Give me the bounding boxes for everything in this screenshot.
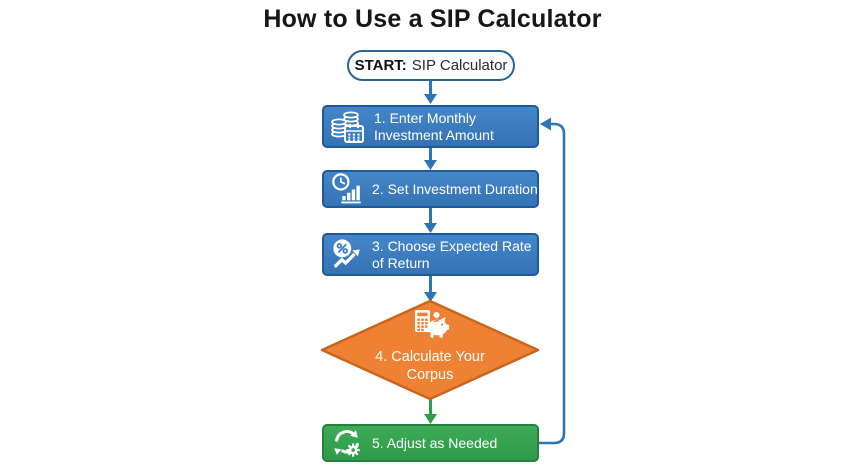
step-4-calculate-corpus: 4. Calculate Your Corpus (350, 307, 510, 393)
calculator-piggy-bank-icon (410, 307, 450, 348)
connector-feedback-loop (539, 117, 566, 445)
connector-step4-step5 (424, 399, 437, 424)
step-5-label: 5. Adjust as Needed (372, 434, 498, 451)
refresh-gear-icon (330, 426, 364, 460)
diagram-title: How to Use a SIP Calculator (263, 5, 602, 33)
clock-bar-chart-icon (330, 172, 364, 206)
coins-calendar-icon (330, 109, 366, 145)
step-4-label: 4. Calculate Your Corpus (375, 349, 485, 383)
step-1-label: 1. Enter Monthly Investment Amount (374, 109, 494, 143)
connector-step1-step2 (424, 148, 437, 170)
connector-step2-step3 (424, 208, 437, 233)
start-label: SIP Calculator (411, 57, 508, 74)
step-3-label: 3. Choose Expected Rate of Return (372, 237, 532, 271)
connector-step3-step4 (424, 276, 437, 302)
percent-growth-icon (330, 238, 364, 272)
start-prefix: START: (354, 57, 407, 74)
step-1-enter-monthly-investment: 1. Enter Monthly Investment Amount (322, 105, 539, 148)
step-2-set-investment-duration: 2. Set Investment Duration (322, 170, 539, 208)
step-3-choose-rate-of-return: 3. Choose Expected Rate of Return (322, 233, 539, 276)
step-5-adjust-as-needed: 5. Adjust as Needed (322, 424, 539, 462)
start-node: START: SIP Calculator (347, 50, 515, 81)
step-2-label: 2. Set Investment Duration (372, 180, 538, 197)
connector-start-step1 (424, 81, 437, 104)
